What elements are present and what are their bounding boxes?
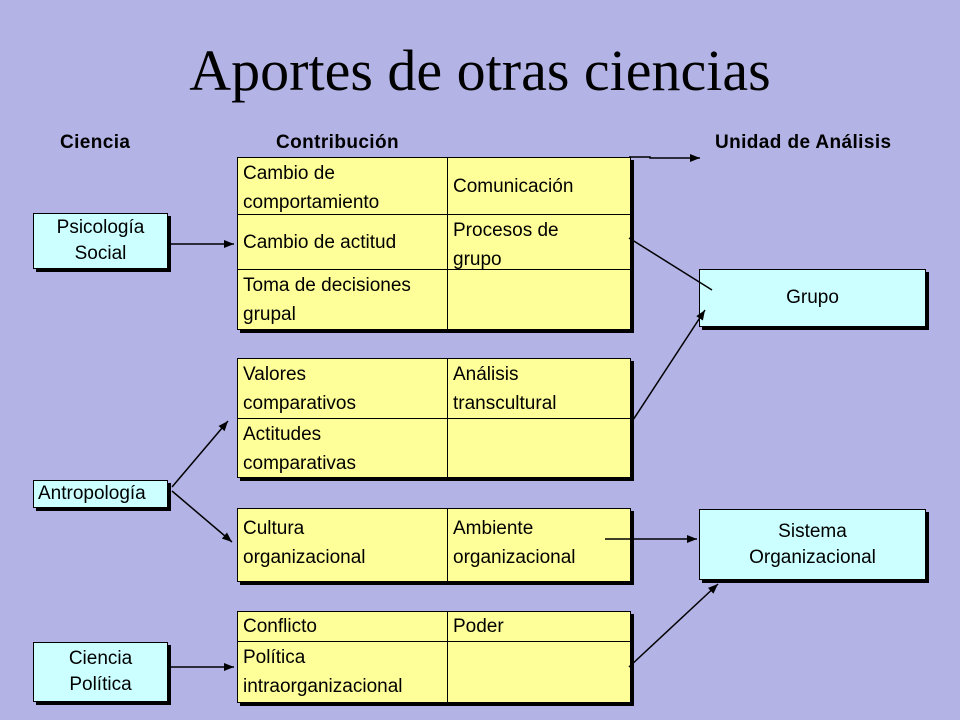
contribution-table-antropologia-2: Cultura organizacional Ambiente organiza… [237, 508, 631, 582]
contribution-cell: Conflicto [238, 612, 448, 642]
contribution-line: Cambio de [243, 163, 335, 184]
contribution-line: organizacional [243, 547, 366, 568]
contribution-line: organizacional [453, 547, 576, 568]
arrow-politica-to-sistema [628, 583, 719, 668]
contribution-line: Toma de decisiones [243, 275, 411, 296]
contribution-line: comportamiento [243, 192, 380, 213]
header-unidad-analisis: Unidad de Análisis [715, 132, 892, 153]
contribution-line: intraorganizacional [243, 676, 403, 697]
contribution-line: comparativos [243, 393, 356, 414]
contribution-line: Comunicación [453, 175, 574, 197]
contribution-line: transcultural [453, 393, 557, 414]
contribution-line: Valores [243, 364, 307, 385]
contribution-cell: Cambio de actitud [238, 215, 448, 270]
unit-grupo: Grupo [699, 269, 926, 327]
arrow-antropologia-to-cultura [171, 490, 233, 543]
contribution-line: Análisis [453, 364, 519, 385]
contribution-line: grupal [243, 304, 296, 325]
science-label-line: Política [69, 674, 132, 695]
line-procesos-to-grupo [628, 237, 713, 291]
contribution-cell: Poder [448, 612, 630, 642]
science-ciencia-politica: Ciencia Política [33, 642, 168, 702]
contribution-line: Actitudes [243, 424, 322, 445]
contribution-cell: Comunicación [448, 158, 630, 215]
contribution-cell: Cambio de comportamiento [238, 158, 448, 215]
unit-sistema-organizacional: Sistema Organizacional [699, 509, 926, 580]
contribution-line: Poder [453, 616, 504, 637]
contribution-line: Cambio de actitud [243, 231, 397, 253]
contribution-table-psicologia: Cambio de comportamiento Comunicación Ca… [237, 157, 631, 330]
contribution-line: Procesos de [453, 220, 559, 241]
arrow-antropologia-to-grupo [632, 309, 706, 421]
science-psicologia-social: Psicología Social [33, 213, 168, 269]
contribution-line: Cultura [243, 518, 305, 539]
science-label-line: Ciencia [68, 648, 133, 669]
arrow-antropologia-to-valores [171, 420, 229, 488]
contribution-line: Ambiente [453, 518, 534, 539]
science-label-line: Psicología [56, 217, 145, 238]
unit-label-line: Grupo [786, 287, 839, 308]
contribution-table-antropologia-1: Valores comparativos Análisis transcultu… [237, 358, 631, 478]
science-label-line: Antropología [38, 483, 146, 504]
science-antropologia: Antropología [33, 480, 168, 508]
contribution-line: grupo [453, 249, 502, 270]
unit-label-line: Organizacional [749, 546, 876, 568]
contribution-line: Conflicto [243, 616, 317, 637]
header-contribucion: Contribución [276, 132, 400, 153]
contribution-cell: Procesos de grupo [448, 215, 630, 270]
unit-label-line: Sistema [778, 520, 847, 542]
contribution-line: Política [243, 647, 306, 668]
contribution-cell: Actitudes comparativas [238, 419, 448, 477]
arrow-to-unidad-header [629, 154, 700, 162]
science-label-line: Social [74, 243, 127, 264]
contribution-cell: Valores comparativos [238, 359, 448, 419]
contribution-cell: Cultura organizacional [238, 509, 448, 581]
contribution-line: comparativas [243, 453, 356, 474]
contribution-cell: Toma de decisiones grupal [238, 270, 448, 329]
contribution-cell: Ambiente organizacional [448, 509, 630, 581]
contribution-cell: Análisis transcultural [448, 359, 630, 419]
contribution-table-politica: Conflicto Poder Política intraorganizaci… [237, 611, 631, 703]
contribution-cell: Política intraorganizacional [238, 642, 448, 702]
header-ciencia: Ciencia [60, 132, 131, 153]
page-title: Aportes de otras ciencias [189, 38, 771, 103]
